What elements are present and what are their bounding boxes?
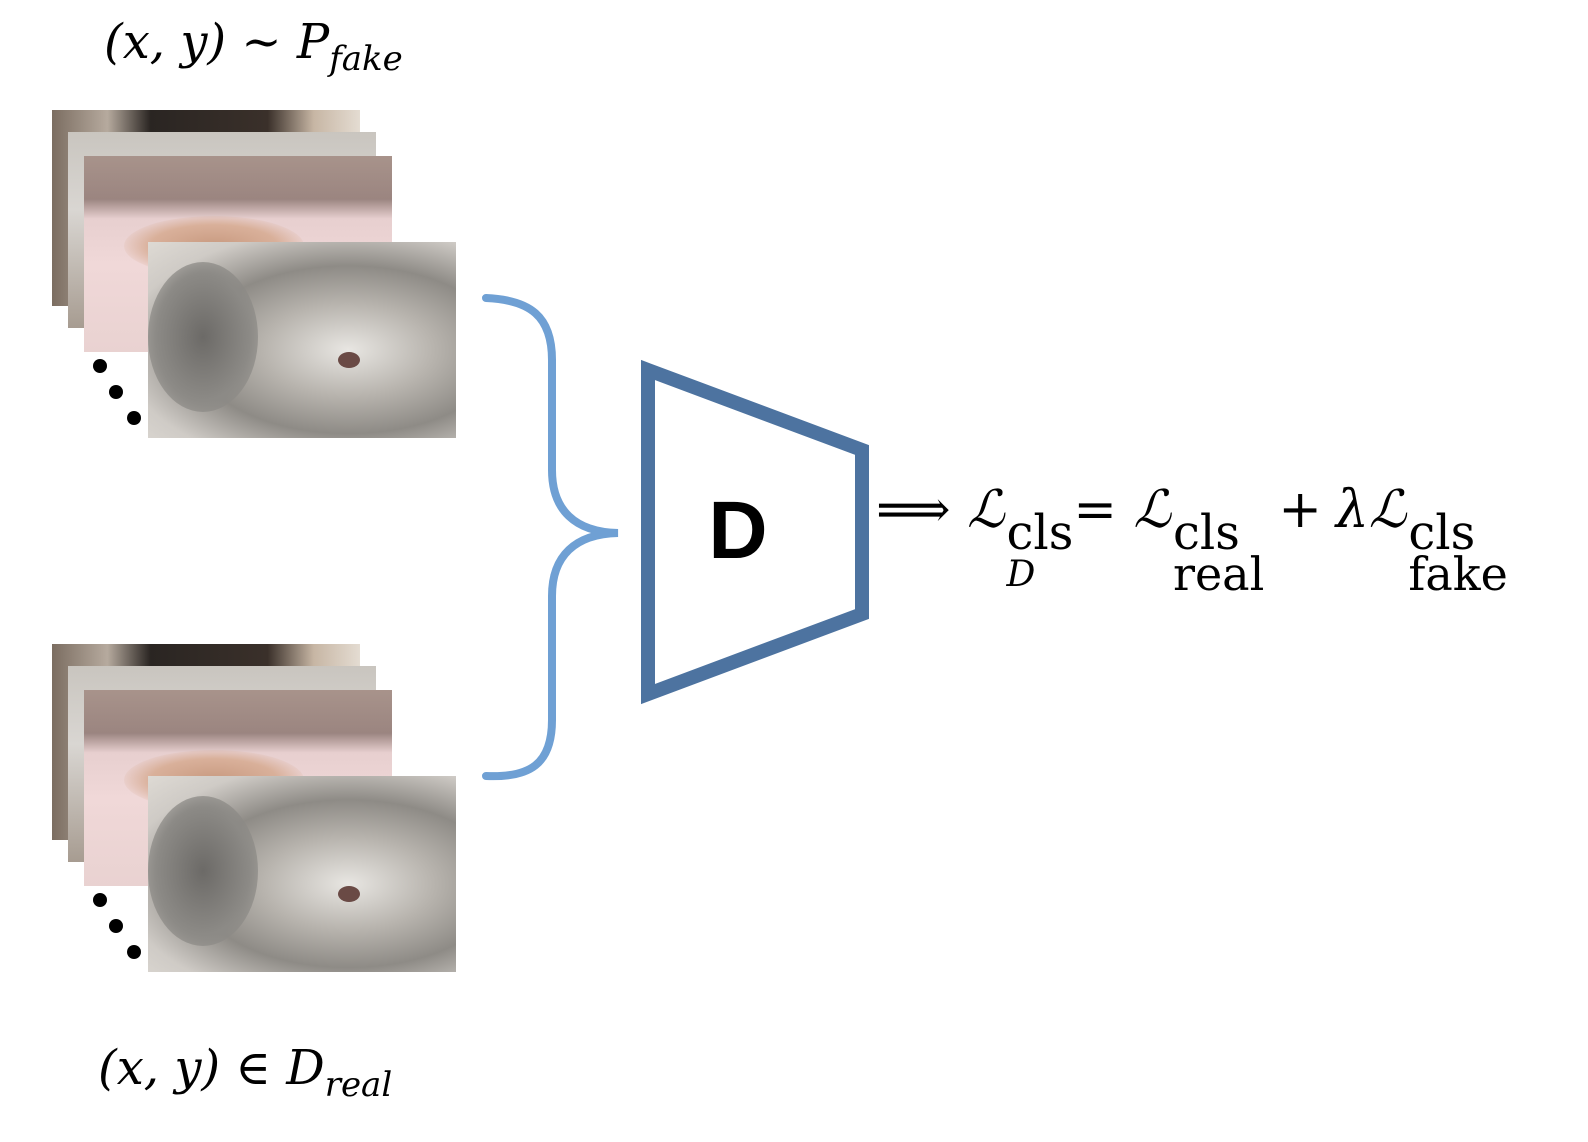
fake-loss-subscript: fake [1408,547,1508,601]
fake-distribution-label: (x, y) ~ Pfake [104,14,403,79]
fake-loss-superscript: cls [1408,505,1476,561]
lambda-symbol: λ [1335,480,1369,540]
real-loss-subscript: real [1172,547,1265,601]
lhs-superscript: cls [1006,505,1074,561]
cat-photo [148,242,456,438]
cat-photo [148,776,456,972]
real-dataset-label: (x, y) ∈ Dreal [98,1040,392,1105]
discriminator-trapezoid [641,359,869,705]
fake-label-prefix: (x, y) ~ P [104,14,330,70]
lhs-symbol: ℒ [967,480,1005,540]
curly-brace [482,294,619,781]
plus-sign: + [1278,480,1322,540]
fake-image-stack [52,110,458,440]
implies-arrow: ⟹ [876,480,951,540]
real-loss-superscript: cls [1172,505,1240,561]
real-label-subscript: real [324,1065,393,1105]
fake-label-subscript: fake [329,39,403,79]
fake-loss-symbol: ℒ [1368,480,1407,540]
real-image-stack [52,644,458,974]
real-label-prefix: (x, y) ∈ D [98,1040,325,1096]
ellipsis-dots-icon [93,359,141,425]
real-loss-symbol: ℒ [1133,480,1171,540]
ellipsis-dots-icon [93,893,141,959]
equals-sign: = [1073,480,1117,540]
lhs-subscript: D [1006,554,1036,595]
discriminator-label: D [708,485,768,576]
